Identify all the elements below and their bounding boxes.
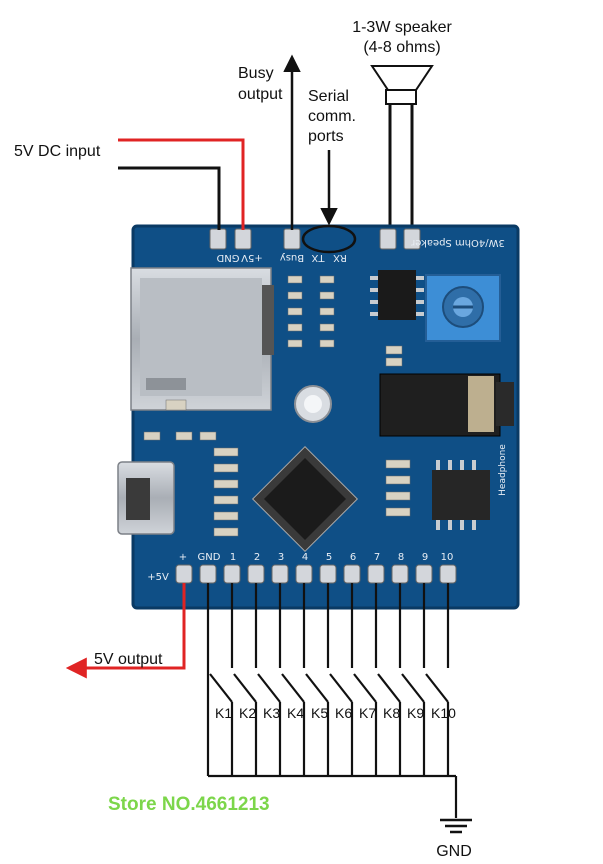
dc-input-red-wire — [118, 138, 245, 230]
key-switch-wiring — [206, 583, 458, 818]
key-switch-4 — [281, 583, 306, 776]
svg-text:3: 3 — [278, 552, 284, 563]
svg-text:4: 4 — [302, 552, 308, 563]
svg-text:+5V: +5V — [241, 252, 263, 263]
svg-text:RX: RX — [333, 252, 347, 263]
board-silkscreen: GND +5V Busy TX RX 3W/4Ohm Speaker Headp… — [216, 237, 508, 496]
bottom-header-pads — [175, 564, 457, 584]
key-label-4: K4 — [287, 705, 304, 721]
svg-text:2: 2 — [254, 552, 260, 563]
key-label-3: K3 — [263, 705, 280, 721]
dc-input-label: 5V DC input — [14, 143, 101, 160]
smd-components — [143, 275, 411, 537]
key-label-6: K6 — [335, 705, 352, 721]
decoder-ic — [432, 460, 490, 530]
micro-usb-port — [117, 461, 175, 535]
speaker-label-line1: 1-3W speaker — [352, 19, 452, 36]
key-switch-8 — [377, 583, 402, 776]
ground-icon — [440, 818, 472, 834]
key-label-9: K9 — [407, 705, 424, 721]
key-switch-3 — [257, 583, 282, 776]
key-switch-6 — [329, 583, 354, 776]
key-labels: K1 K2 K3 K4 K5 K6 K7 K8 K9 K10 — [215, 705, 456, 721]
key-switch-7 — [353, 583, 378, 776]
key-switch-2 — [233, 583, 258, 776]
speaker-icon — [370, 65, 434, 230]
bottom-pin-labels: + GND +5V 1 2 3 4 5 6 7 8 9 10 — [147, 552, 453, 583]
serial-label-line2: comm. — [308, 108, 356, 125]
svg-text:7: 7 — [374, 552, 380, 563]
key-label-1: K1 — [215, 705, 232, 721]
busy-label-line1: Busy — [238, 65, 274, 82]
sd-card-slot — [130, 267, 274, 411]
key-switch-9 — [401, 583, 426, 776]
serial-label-line3: ports — [308, 128, 344, 145]
potentiometer — [425, 274, 501, 342]
dc-input-black-wire — [118, 166, 221, 230]
five-v-output-wire — [65, 583, 186, 679]
svg-text:Busy: Busy — [280, 252, 304, 263]
svg-text:10: 10 — [441, 552, 454, 563]
amp-ic — [370, 270, 424, 320]
key-label-8: K8 — [383, 705, 400, 721]
key-label-7: K7 — [359, 705, 376, 721]
svg-text:GND: GND — [216, 252, 239, 263]
svg-text:TX: TX — [311, 252, 325, 263]
speaker-label-line2: (4-8 ohms) — [363, 39, 440, 56]
gnd-label: GND — [436, 843, 472, 860]
svg-text:Headphone: Headphone — [498, 444, 508, 496]
svg-text:1: 1 — [230, 552, 236, 563]
main-chip — [251, 445, 359, 553]
svg-text:+: + — [179, 552, 187, 563]
headphone-jack — [379, 373, 514, 437]
key-switch-5 — [305, 583, 330, 776]
svg-text:3W/4Ohm Speaker: 3W/4Ohm Speaker — [410, 237, 505, 248]
key-label-10: K10 — [431, 705, 456, 721]
svg-text:9: 9 — [422, 552, 428, 563]
svg-text:+5V: +5V — [147, 572, 169, 583]
serial-ports-marker — [301, 224, 357, 254]
svg-text:5: 5 — [326, 552, 332, 563]
five-v-output-label: 5V output — [94, 651, 163, 668]
key-switches — [209, 583, 450, 776]
svg-text:6: 6 — [350, 552, 356, 563]
serial-label-line1: Serial — [308, 88, 349, 105]
key-switch-10 — [425, 583, 450, 776]
store-watermark: Store NO.4661213 — [108, 794, 270, 815]
svg-text:8: 8 — [398, 552, 404, 563]
key-label-5: K5 — [311, 705, 328, 721]
busy-label-line2: output — [238, 86, 283, 103]
svg-text:GND: GND — [198, 552, 221, 563]
key-switch-1 — [209, 583, 234, 776]
key-label-2: K2 — [239, 705, 256, 721]
top-header-pins — [209, 228, 421, 250]
